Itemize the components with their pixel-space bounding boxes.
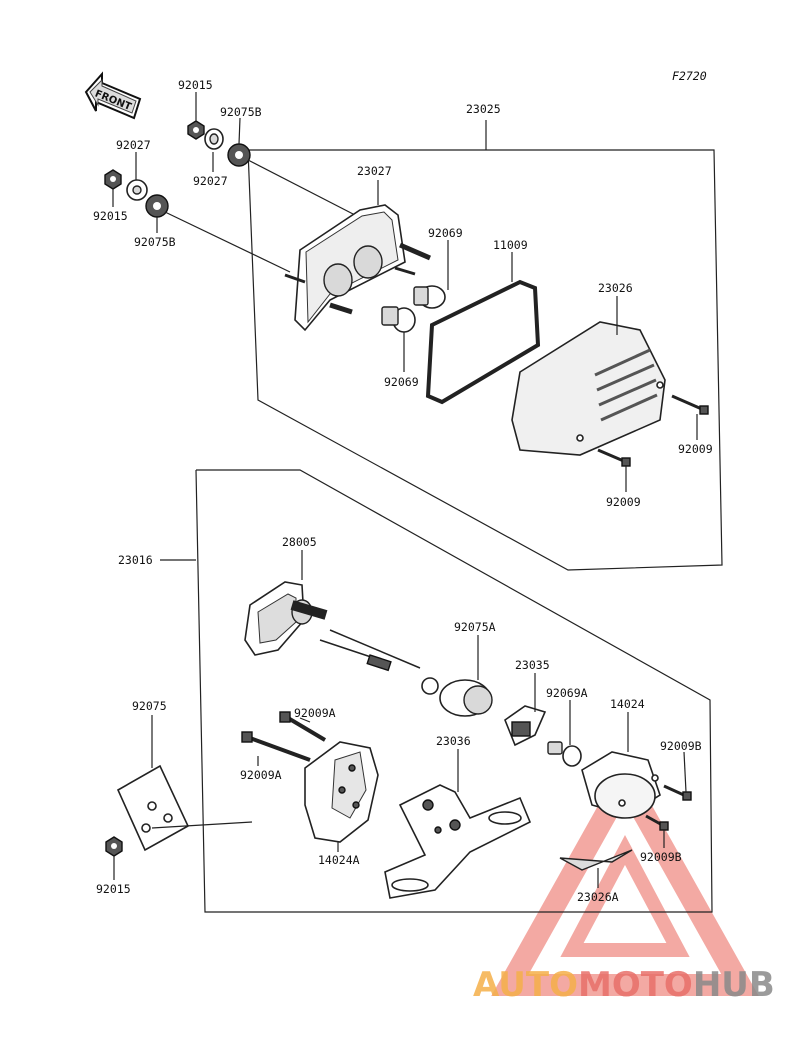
label-23035: 23035 bbox=[515, 658, 550, 672]
label-14024A: 14024A bbox=[318, 853, 360, 867]
label-23025: 23025 bbox=[466, 102, 501, 116]
watermark-moto: MOTO bbox=[578, 965, 693, 1005]
label-92069-top: 92069 bbox=[428, 226, 463, 240]
watermark-logo bbox=[491, 757, 759, 996]
label-92015-top: 92015 bbox=[178, 78, 213, 92]
group-outline-23025 bbox=[247, 149, 723, 571]
label-11009: 11009 bbox=[493, 238, 528, 252]
bulb-92069-upper bbox=[413, 285, 446, 309]
front-arrow-icon: FRONT bbox=[84, 71, 142, 120]
label-92069A: 92069A bbox=[546, 686, 588, 700]
label-23026: 23026 bbox=[598, 281, 633, 295]
label-23026A: 23026A bbox=[577, 890, 619, 904]
label-23036: 23036 bbox=[436, 734, 471, 748]
socket-23035 bbox=[504, 705, 547, 747]
screw-92009A-upper bbox=[279, 711, 327, 742]
label-92075B-left: 92075B bbox=[134, 235, 176, 249]
socket-28005 bbox=[244, 581, 439, 695]
label-14024: 14024 bbox=[610, 697, 645, 711]
label-92027-left: 92027 bbox=[116, 138, 151, 152]
screw-92009B-upper bbox=[663, 784, 692, 801]
grommet-92075B-left bbox=[145, 194, 169, 218]
lens-14024 bbox=[581, 751, 661, 819]
watermark-hub: HUB bbox=[693, 965, 775, 1005]
label-92009A-lower: 92009A bbox=[240, 768, 282, 782]
svg-text:AUTOMOTOHUB: AUTOMOTOHUB bbox=[473, 965, 775, 1005]
label-92015-left: 92015 bbox=[93, 209, 128, 223]
label-92015-bottom: 92015 bbox=[96, 882, 131, 896]
nut-92015-top bbox=[187, 120, 205, 140]
pad-92075 bbox=[116, 764, 190, 852]
grommet-92075A bbox=[439, 679, 493, 717]
label-92009B-lower: 92009B bbox=[640, 850, 682, 864]
gasket-11009 bbox=[425, 279, 541, 405]
housing-14024A bbox=[304, 741, 379, 843]
screw-92009-lower bbox=[597, 448, 631, 467]
label-92069-bottom: 92069 bbox=[384, 375, 419, 389]
leader-lines bbox=[112, 92, 698, 888]
lamp-base-23027 bbox=[284, 204, 431, 332]
bracket-23036 bbox=[384, 784, 532, 899]
watermark-text: AUTOMOTOHUB bbox=[473, 965, 775, 1005]
label-92075: 92075 bbox=[132, 699, 167, 713]
screw-92009-upper bbox=[671, 394, 709, 415]
nut-92015-left bbox=[104, 169, 122, 190]
label-23027: 23027 bbox=[357, 164, 392, 178]
lens-23026 bbox=[511, 321, 666, 456]
clip-23026A bbox=[559, 849, 633, 871]
group-outline-23016 bbox=[195, 469, 713, 913]
label-92009B-upper: 92009B bbox=[660, 739, 702, 753]
nut-92015-bottom bbox=[105, 836, 123, 857]
label-92027-mid: 92027 bbox=[193, 174, 228, 188]
label-92009-lower: 92009 bbox=[606, 495, 641, 509]
label-92009A-upper: 92009A bbox=[294, 706, 336, 720]
collar-92027-mid bbox=[204, 128, 224, 150]
diagram-code: F2720 bbox=[672, 69, 707, 83]
watermark-auto: AUTO bbox=[473, 965, 578, 1005]
label-92075A: 92075A bbox=[454, 620, 496, 634]
label-92009-upper: 92009 bbox=[678, 442, 713, 456]
bulb-92069-lower bbox=[381, 306, 416, 333]
screw-92009A-lower bbox=[241, 731, 311, 762]
bulb-92069A bbox=[547, 741, 582, 767]
label-23016: 23016 bbox=[118, 553, 153, 567]
collar-92027-left bbox=[126, 179, 148, 201]
label-92075B-top: 92075B bbox=[220, 105, 262, 119]
grommet-92075B-top bbox=[227, 143, 251, 167]
label-28005: 28005 bbox=[282, 535, 317, 549]
